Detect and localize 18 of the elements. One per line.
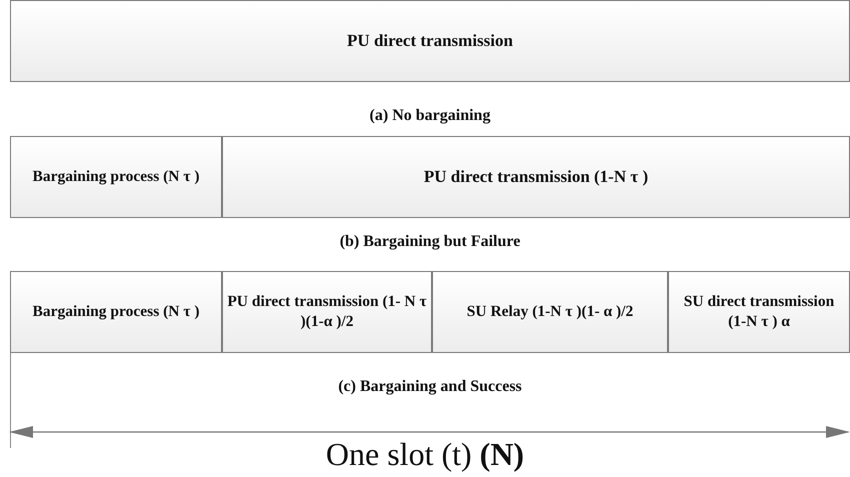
segment-label: SU direct transmission (1-N τ ) α <box>682 292 836 332</box>
time-segment <box>432 271 668 353</box>
subfigure-caption: (c) Bargaining and Success <box>337 378 523 396</box>
time-segment <box>10 136 222 218</box>
segment-label: PU direct transmission <box>346 30 514 52</box>
time-segment <box>10 271 222 353</box>
segment-label: SU Relay (1-N τ )(1- α )/2 <box>466 302 634 322</box>
segment-label: PU direct transmission (1-N τ ) <box>422 166 650 188</box>
segment-label: Bargaining process (N τ ) <box>31 302 201 322</box>
subfigure-caption: (b) Bargaining but Failure <box>338 233 522 251</box>
segment-label: PU direct transmission (1- N τ )(1-α )/2 <box>226 292 428 332</box>
segment-label: Bargaining process (N τ ) <box>31 166 201 187</box>
slot-label: One slot (t) (N) <box>324 436 526 473</box>
subfigure-caption: (a) No bargaining <box>368 107 492 125</box>
time-segment <box>668 271 850 353</box>
time-segment <box>10 0 850 82</box>
time-segment <box>222 271 432 353</box>
time-segment <box>222 136 850 218</box>
